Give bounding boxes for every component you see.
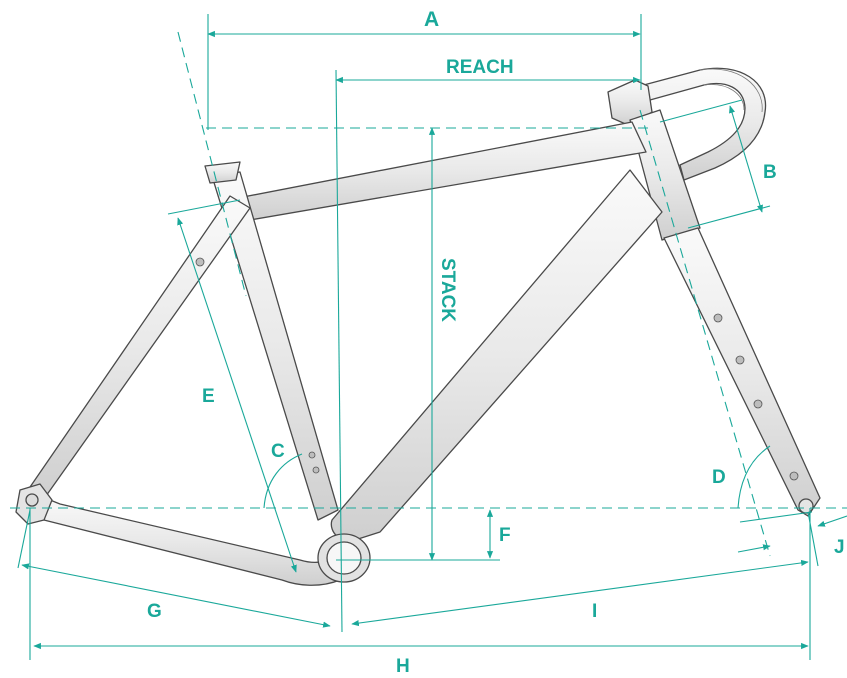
label-f: F	[499, 525, 511, 546]
dimension-line-j	[817, 515, 847, 527]
seat-post	[204, 161, 241, 184]
angle-arc-d	[737, 445, 771, 509]
dimension-line-g	[21, 563, 331, 628]
angle-arc-c	[263, 453, 303, 509]
handlebar	[611, 67, 767, 181]
label-b: B	[763, 162, 777, 183]
chain-stay	[35, 495, 341, 586]
label-g: G	[147, 601, 162, 622]
label-a: A	[424, 8, 439, 31]
label-c: C	[271, 441, 285, 462]
geometry-lines	[10, 14, 847, 660]
down-tube	[330, 169, 663, 542]
label-j: J	[834, 537, 845, 558]
label-e: E	[202, 386, 215, 407]
seat-stay	[27, 195, 251, 497]
label-reach: REACH	[446, 57, 514, 78]
dimension-line-i	[351, 559, 809, 627]
dimension-line-e	[177, 217, 297, 573]
label-i: I	[592, 601, 597, 622]
top-tube	[237, 121, 647, 221]
dimension-line-b	[729, 105, 763, 213]
label-stack: STACK	[437, 258, 458, 322]
label-d: D	[712, 467, 726, 488]
label-h: H	[396, 656, 410, 677]
fork	[663, 227, 821, 517]
